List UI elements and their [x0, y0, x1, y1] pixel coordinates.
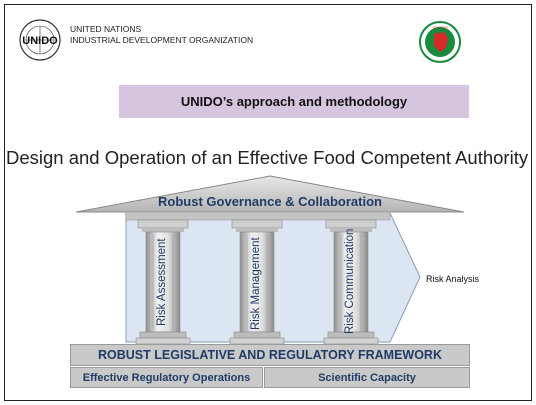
pillar-label-risk-assessment: Risk Assessment	[156, 238, 168, 326]
org-line-2: INDUSTRIAL DEVELOPMENT ORGANIZATION	[70, 35, 254, 45]
organization-name: UNITED NATIONS INDUSTRIAL DEVELOPMENT OR…	[70, 24, 253, 46]
foundation-legislative-framework: ROBUST LEGISLATIVE AND REGULATORY FRAMEW…	[70, 344, 470, 366]
pillar-risk-management	[229, 219, 285, 345]
risk-analysis-label: Risk Analysis	[426, 274, 480, 284]
base-regulatory-operations: Effective Regulatory Operations	[70, 367, 263, 388]
unido-logo: UNIDO	[19, 19, 61, 61]
pillar-label-risk-communication: Risk Communication	[344, 228, 356, 334]
foundation-label: ROBUST LEGISLATIVE AND REGULATORY FRAMEW…	[98, 348, 442, 362]
page-heading: Design and Operation of an Effective Foo…	[6, 147, 529, 168]
roof-label: Robust Governance & Collaboration	[158, 194, 382, 209]
banner-title: UNIDO’s approach and methodology	[180, 94, 408, 109]
svg-text:UNIDO: UNIDO	[22, 35, 58, 47]
org-line-1: UNITED NATIONS	[70, 24, 142, 34]
svg-text:বাংলাদেশ: বাংলাদেশ	[431, 25, 448, 30]
pillar-label-risk-management: Risk Management	[250, 237, 262, 330]
pillar-risk-communication	[323, 219, 379, 345]
pillar-risk-assessment	[135, 219, 191, 345]
roof-beam	[125, 211, 391, 221]
section-banner: UNIDO’s approach and methodology	[119, 85, 469, 118]
base-scientific-capacity: Scientific Capacity	[264, 367, 470, 388]
base-right-label: Scientific Capacity	[318, 371, 416, 384]
government-seal-logo: বাংলাদেশ	[419, 21, 461, 63]
base-left-label: Effective Regulatory Operations	[82, 371, 251, 384]
